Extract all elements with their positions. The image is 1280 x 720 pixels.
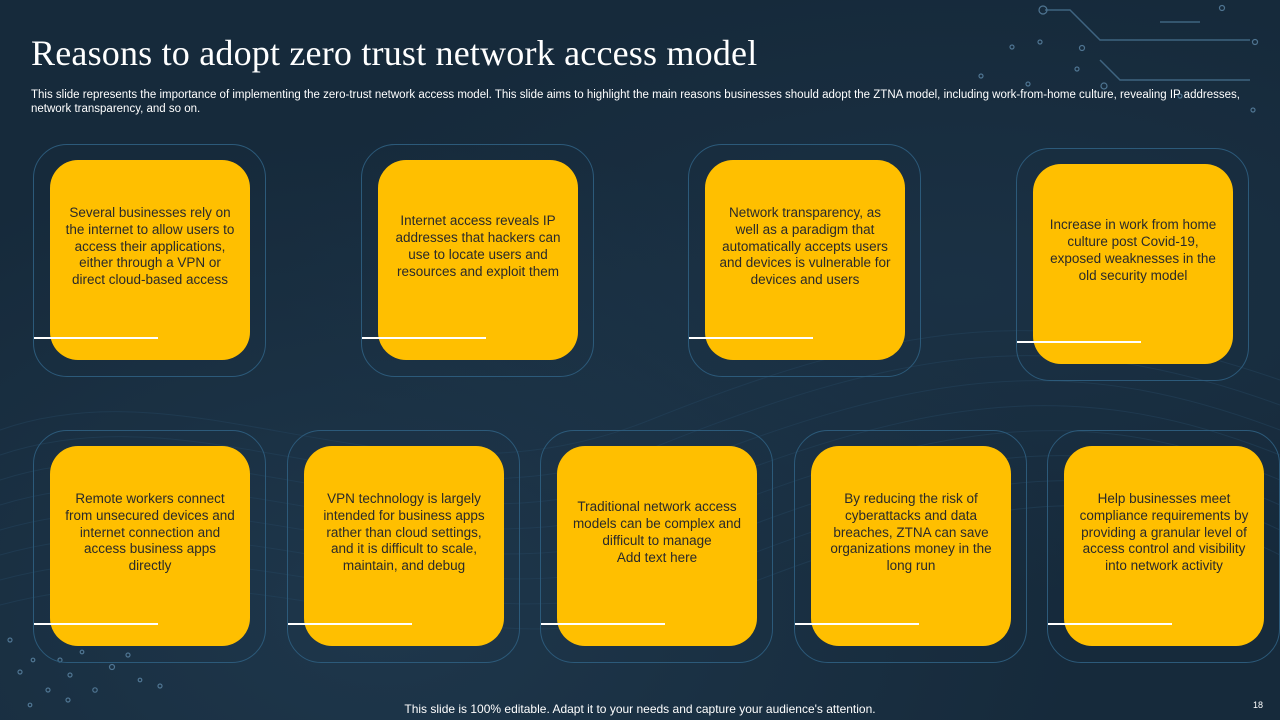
reason-card: VPN technology is largely intended for b… [287, 430, 520, 663]
card-underline [34, 623, 158, 625]
slide-footer: This slide is 100% editable. Adapt it to… [404, 702, 876, 716]
reason-card: By reducing the risk of cyberattacks and… [794, 430, 1027, 663]
card-underline [795, 623, 919, 625]
card-underline [541, 623, 665, 625]
reason-card: Internet access reveals IP addresses tha… [361, 144, 594, 377]
reason-card-fill: Increase in work from home culture post … [1033, 164, 1233, 364]
reason-card: Several businesses rely on the internet … [33, 144, 266, 377]
reason-card: Network transparency, as well as a parad… [688, 144, 921, 377]
reason-text: Remote workers connect from unsecured de… [65, 491, 235, 574]
reason-card-fill: Internet access reveals IP addresses tha… [378, 160, 578, 360]
reason-card-fill: VPN technology is largely intended for b… [304, 446, 504, 646]
reason-text: VPN technology is largely intended for b… [323, 491, 485, 574]
reason-text: Internet access reveals IP addresses tha… [395, 213, 561, 279]
reason-card: Traditional network access models can be… [540, 430, 773, 663]
reason-text: Traditional network access models can be… [572, 499, 742, 565]
slide-title: Reasons to adopt zero trust network acce… [31, 33, 758, 73]
reason-text: By reducing the risk of cyberattacks and… [830, 491, 992, 574]
reason-card-fill: Several businesses rely on the internet … [50, 160, 250, 360]
reason-card: Remote workers connect from unsecured de… [33, 430, 266, 663]
reason-text: Network transparency, as well as a parad… [719, 205, 891, 288]
card-underline [288, 623, 412, 625]
reason-card-fill: By reducing the risk of cyberattacks and… [811, 446, 1011, 646]
reason-card-fill: Remote workers connect from unsecured de… [50, 446, 250, 646]
card-underline [34, 337, 158, 339]
card-underline [689, 337, 813, 339]
card-underline [1048, 623, 1172, 625]
reason-text: Help businesses meet compliance requirem… [1079, 491, 1249, 574]
reason-card: Help businesses meet compliance requirem… [1047, 430, 1280, 663]
slide-subtitle: This slide represents the importance of … [31, 89, 1240, 115]
page-number: 18 [1252, 700, 1263, 710]
reason-text: Several businesses rely on the internet … [65, 205, 235, 288]
reason-card-fill: Help businesses meet compliance requirem… [1064, 446, 1264, 646]
reason-card: Increase in work from home culture post … [1016, 148, 1249, 381]
reason-card-fill: Network transparency, as well as a parad… [705, 160, 905, 360]
reason-text: Increase in work from home culture post … [1049, 217, 1217, 283]
reason-card-fill: Traditional network access models can be… [557, 446, 757, 646]
card-underline [362, 337, 486, 339]
card-underline [1017, 341, 1141, 343]
